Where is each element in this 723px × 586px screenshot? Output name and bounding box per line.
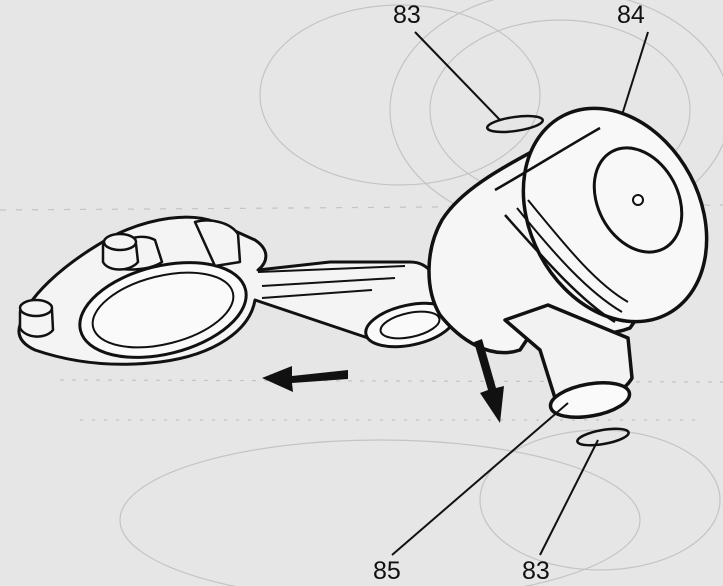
piston: [427, 106, 709, 419]
circlips: [486, 114, 630, 447]
arrow-down: [474, 339, 504, 423]
callout-85: 85: [373, 557, 401, 585]
direction-arrows: [262, 339, 504, 423]
leader-84: [621, 31, 649, 116]
leader-lines: [391, 31, 649, 556]
circlip-top: [486, 114, 544, 134]
circlip-bottom: [576, 427, 630, 447]
arrow-left: [262, 366, 348, 392]
callout-83-top: 83: [393, 1, 421, 29]
callout-84: 84: [617, 1, 645, 29]
connecting-rod: [17, 215, 456, 366]
piston-pin-bore: [548, 381, 632, 419]
leader-85: [391, 402, 569, 556]
callout-83-bottom: 83: [522, 557, 550, 585]
conrod-bolts: [18, 232, 140, 338]
leader-83-bottom: [539, 439, 599, 556]
leader-83-top: [414, 31, 501, 121]
